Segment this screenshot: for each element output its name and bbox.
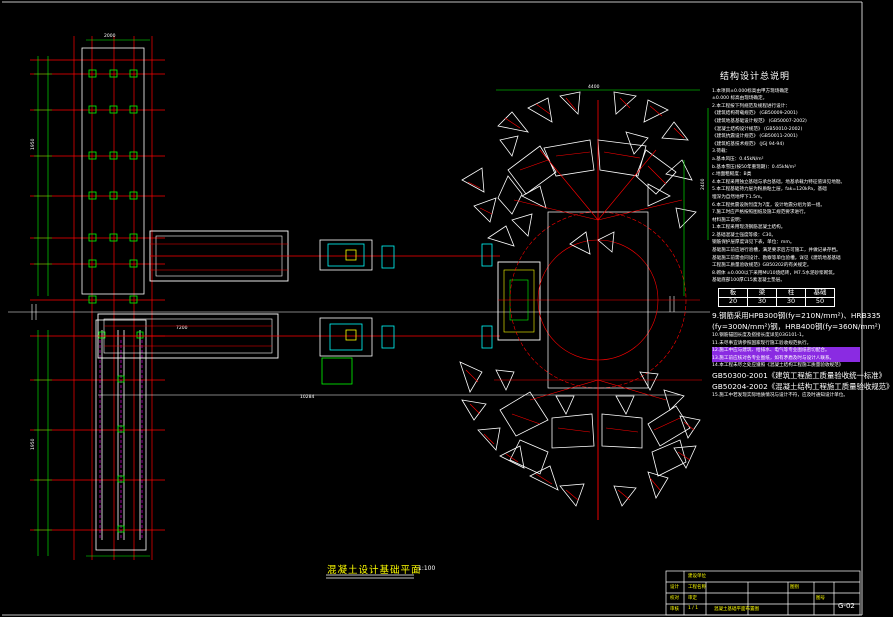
note-line-highlighted: 12.施工中应与建筑、给排水、电气等专业图纸密切配合。: [712, 347, 860, 355]
note-line: 《混凝土结构设计规范》 (GB50010-2002): [712, 126, 803, 132]
note-line: 5.本工程基础持力层为粉质粘土层，fak=120kPa，基础: [712, 187, 827, 193]
note-line: 工程施工质量验收规范》GB50202的有关规定。: [712, 263, 812, 269]
cover-header: 梁: [747, 288, 777, 299]
standard-line: GB50300-2001《建筑工程施工质量验收统一标准》: [712, 371, 887, 380]
plan-title: 混凝土设计基础平面: [327, 565, 422, 576]
note-line: 1.本工程采用现浇钢筋混凝土结构。: [712, 225, 786, 231]
corridor-lower: [97, 313, 680, 396]
main-axis: [8, 296, 710, 320]
rebar-line: 9.钢筋采用HPB300钢(fy=210N/mm²)、HRB335: [712, 311, 881, 321]
note-line: 《建筑桩基技术规范》 (JGJ 94-94): [712, 141, 785, 147]
cover-thickness-table: 板 梁 柱 基础 20 30 30 50: [718, 288, 835, 308]
dim-right-side: 2400: [700, 178, 706, 190]
note-line: 埋深为自然地坪下1.5m。: [712, 194, 766, 200]
dim-bottom-span: 10284: [300, 394, 314, 400]
dim-mid-span: 7200: [176, 325, 188, 331]
note-line: ±0.000 标高由现场确定。: [712, 96, 768, 102]
left-footings: [88, 69, 144, 533]
tb-col-label: 图号: [816, 596, 825, 601]
design-notes: 结构设计总说明 1.本项目±0.000标高由甲方现场确定 ±0.000 标高由现…: [712, 72, 893, 400]
cover-value: 30: [776, 297, 806, 308]
tb-drawing-no: G-02: [838, 602, 855, 610]
note-line: 钢筋保护层厚度详见下表，单位：mm。: [712, 240, 795, 246]
note-line: 基础底部100厚C15素混凝土垫层。: [712, 278, 785, 284]
note-line: b.基本雪压(按50年重现期)：0.45kN/m²: [712, 164, 796, 170]
left-dimension-chains: [34, 39, 150, 557]
upper-ring-footings: [461, 91, 697, 255]
tb-row-label: 审定: [688, 596, 697, 601]
note-line: 15.施工中若发现实际地质情况与设计不符，应及时通知设计单位。: [712, 393, 848, 398]
tb-drawing-name: 混凝土基础平面布置图: [714, 607, 759, 612]
dim-left-mid: 2000: [104, 33, 116, 39]
corridor-upper: [149, 230, 500, 282]
tb-sheet: 1 / 1: [688, 606, 699, 611]
title-block: 建设单位 工程名称 设计 校对 审核 审定 1 / 1 混凝土基础平面布置图 图…: [666, 571, 860, 615]
note-line: 《建筑结构荷载规范》 (GB50009-2001): [712, 111, 798, 117]
tb-col-label: 图别: [790, 585, 799, 590]
note-line: 8.砌体 ±0.000以下采用MU10烧结砖，M7.5水泥砂浆砌筑。: [712, 270, 838, 276]
note-line: 基础施工前应进行验槽，满足要求后方可施工，并做记录存档。: [712, 248, 841, 254]
tb-project: 建设单位: [688, 574, 706, 579]
dim-right-top: 4400: [588, 84, 600, 90]
note-line: 11.未尽事宜请参照国家现行施工验收规范执行。: [712, 340, 812, 346]
upper-ring-piles: [467, 97, 685, 221]
left-building-walls: [81, 47, 147, 551]
tb-row-label: 校对: [670, 596, 679, 601]
cover-value: 50: [805, 297, 835, 308]
rebar-line: (fy=300N/mm²)钢，HRB400钢(fy=360N/mm²): [712, 322, 881, 332]
cover-value: 30: [747, 297, 777, 308]
note-line: 7.施工时应严格按照图纸及施工规范要求进行。: [712, 210, 809, 216]
tb-col-label: 工程名称: [688, 585, 706, 590]
note-line: 《建筑地基基础设计规范》 (GB50007-2002): [712, 118, 807, 124]
cover-header: 柱: [776, 288, 806, 299]
note-line: 2.基础混凝土强度等级：C30。: [712, 232, 776, 238]
lower-ring-piles: [465, 369, 702, 520]
note-line: 3.荷载：: [712, 149, 731, 155]
note-line: 材料施工说明：: [712, 217, 745, 223]
dim-left-bottom: 1950: [30, 438, 36, 450]
note-line: 4.本工程采用独立基础与承台基础，地基承载力特征值详见地勘。: [712, 179, 846, 185]
cover-header: 板: [718, 288, 748, 299]
bridge-footings: [319, 239, 493, 385]
tb-row-label: 设计: [670, 585, 679, 590]
lower-ring-slabs: [499, 391, 691, 477]
notes-title: 结构设计总说明: [720, 72, 791, 82]
note-line: c.地面粗糙度：B类: [712, 172, 752, 178]
note-line: a.基本风压：0.45kN/m²: [712, 156, 764, 162]
right-dimensions: [496, 89, 709, 296]
note-line: 1.本项目±0.000标高由甲方现场确定: [712, 88, 789, 94]
note-line-highlighted: 13.施工前应核对各专业图纸，如有矛盾及时与设计人联系。: [712, 354, 860, 363]
dim-left-top: 1950: [30, 138, 36, 150]
note-line: 《建筑抗震设计规范》 (GB50011-2001): [712, 134, 798, 140]
note-line: 6.本工程抗震设防烈度为7度，设计地震分组为第一组。: [712, 202, 825, 208]
plan-title-underline: [326, 574, 414, 579]
title-block-grid: [665, 570, 861, 616]
cover-value: 20: [718, 297, 748, 308]
note-line: 基础施工前需会同设计、勘察等单位验槽，详见《建筑地基基础: [712, 255, 841, 261]
upper-ring-slabs: [497, 139, 677, 215]
tb-row-label: 审核: [670, 607, 679, 612]
cover-header: 基础: [805, 288, 835, 299]
plan-scale: 1:100: [418, 565, 436, 572]
note-line: 2.本工程按下列规范及规程进行设计：: [712, 103, 790, 109]
left-dimension-labels: 1950 1950 2000 7200 10284: [30, 33, 314, 450]
standard-line: GB50204-2002《混凝土结构工程施工质量验收规范》: [712, 382, 893, 391]
note-line: 14.本工程未尽之处应遵照《混凝土结构工程施工质量验收规范》: [712, 363, 844, 369]
note-line: 10.钢筋锚固长度及搭接长度详见03G101-1。: [712, 333, 807, 339]
cad-drawing: 1950 1950 2000 7200 10284: [0, 0, 864, 617]
left-building-grid: [30, 36, 165, 560]
left-building-hidden-lines: [99, 340, 143, 540]
